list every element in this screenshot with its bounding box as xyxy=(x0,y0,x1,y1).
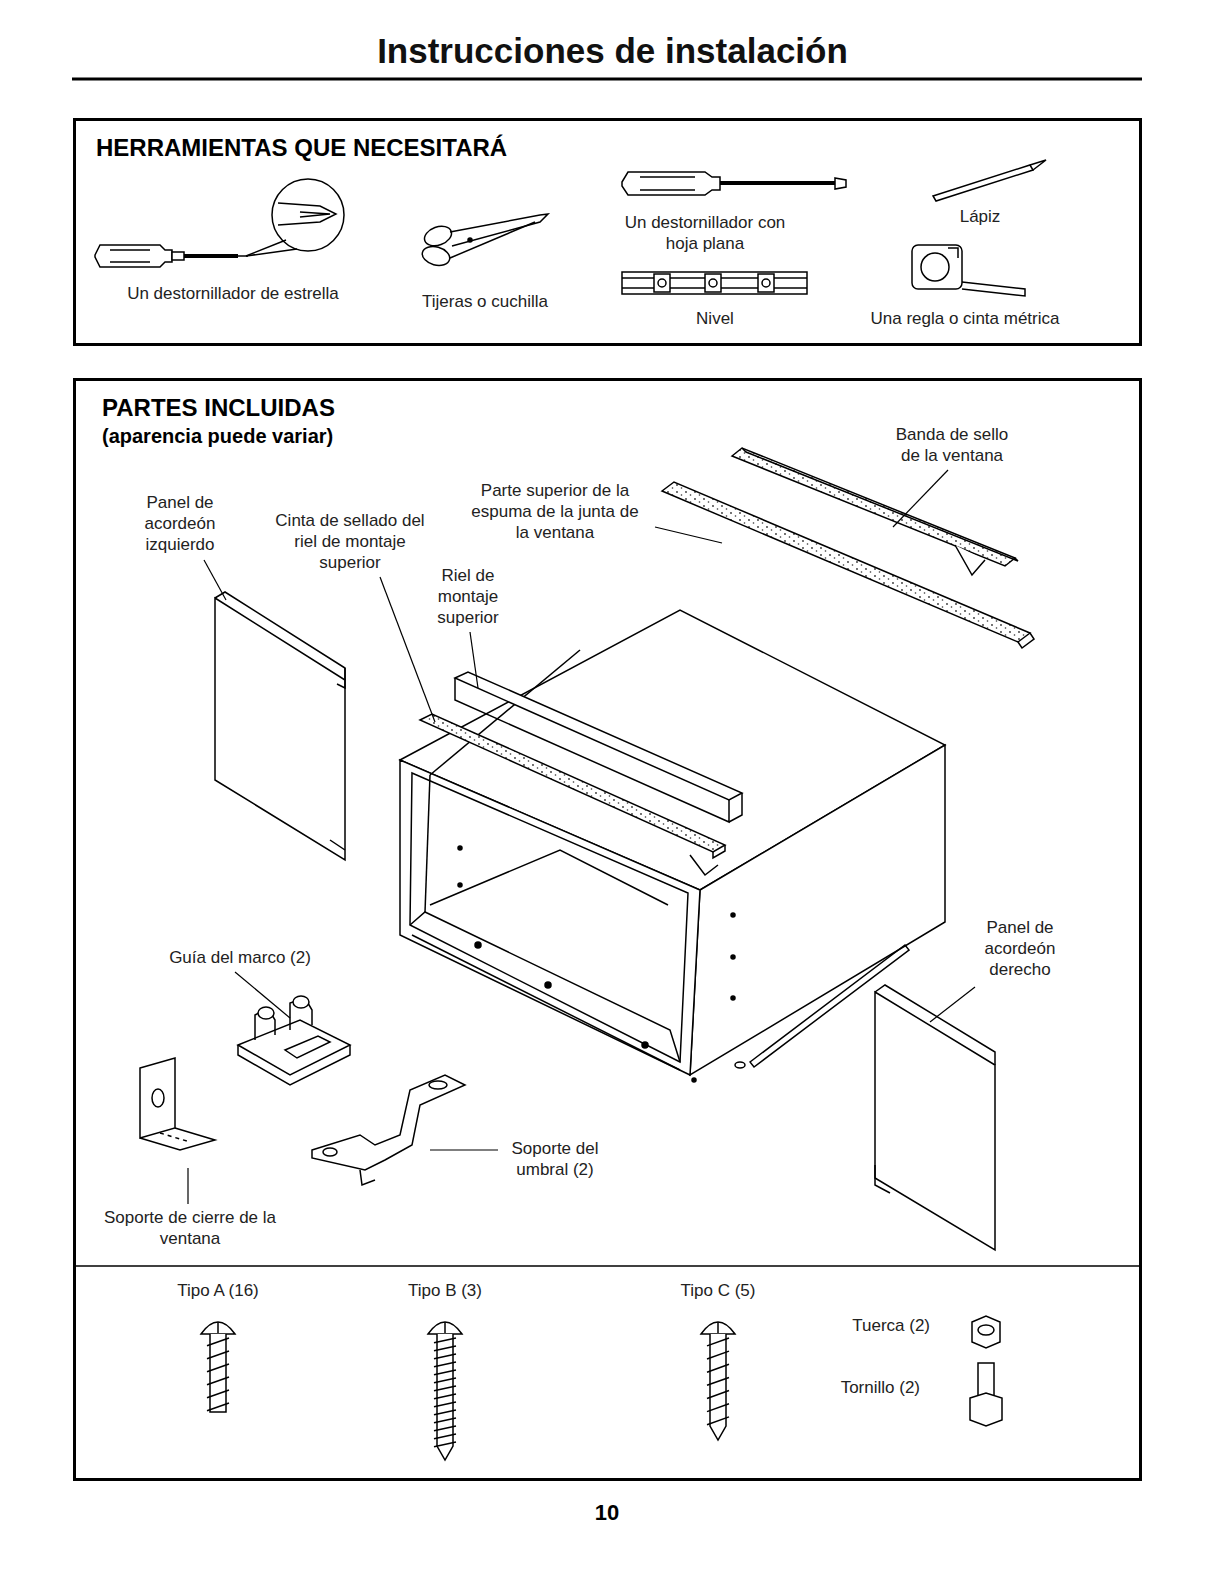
sill-bracket xyxy=(312,1075,465,1185)
window-sleeve xyxy=(400,610,945,1082)
level xyxy=(622,272,807,294)
part-label: Una regla o cinta métrica xyxy=(835,308,1095,329)
part-label: Soporte de cierre de la ventana xyxy=(100,1207,280,1249)
leader-lines xyxy=(188,470,975,1204)
page-title: Instrucciones de instalación xyxy=(0,30,1225,72)
part-label: Un destornillador con hoja plana xyxy=(620,212,790,254)
part-label: Guía del marco (2) xyxy=(150,947,330,968)
panel-heading: PARTES INCLUIDAS xyxy=(102,393,1119,423)
panel-box: PARTES INCLUIDAS(aparencia puede variar) xyxy=(73,378,1142,1481)
part-label: Panel de acordeón izquierdo xyxy=(130,492,230,555)
page-number: 10 xyxy=(567,1500,647,1526)
part-label: Tipo B (3) xyxy=(385,1280,505,1301)
right-accordion-panel xyxy=(875,985,995,1250)
part-label: Nivel xyxy=(665,308,765,329)
scissors xyxy=(420,214,548,268)
screws xyxy=(201,1322,735,1460)
panel-heading: HERRAMIENTAS QUE NECESITARÁ xyxy=(96,133,1119,163)
frame-guide xyxy=(238,996,350,1085)
part-label: Lápiz xyxy=(930,206,1030,227)
top-mounting-rail xyxy=(420,672,742,875)
part-label: Cinta de sellado del riel de montaje sup… xyxy=(268,510,433,573)
part-label: Tuerca (2) xyxy=(830,1315,930,1336)
separator-line xyxy=(76,1265,1139,1267)
part-label: Panel de acordeón derecho xyxy=(970,917,1070,980)
window-lock-bracket xyxy=(140,1058,215,1150)
pencil xyxy=(933,160,1046,201)
foam-seal-strips xyxy=(662,448,1034,648)
part-label: Tijeras o cuchilla xyxy=(385,291,585,312)
part-label: Banda de sello de la ventana xyxy=(885,424,1020,466)
nut-and-bolt xyxy=(970,1316,1002,1426)
phillips-screwdriver xyxy=(95,179,344,267)
left-accordion-panel xyxy=(215,592,345,860)
part-label: Tornillo (2) xyxy=(820,1377,920,1398)
part-label: Parte superior de la espuma de la junta … xyxy=(463,480,648,543)
part-label: Soporte del umbral (2) xyxy=(500,1138,610,1180)
part-label: Tipo C (5) xyxy=(658,1280,778,1301)
part-label: Tipo A (16) xyxy=(158,1280,278,1301)
flat-screwdriver xyxy=(622,172,846,195)
tape-measure xyxy=(912,245,1025,296)
part-label: Riel de montaje superior xyxy=(428,565,508,628)
part-label: Un destornillador de estrella xyxy=(93,283,373,304)
